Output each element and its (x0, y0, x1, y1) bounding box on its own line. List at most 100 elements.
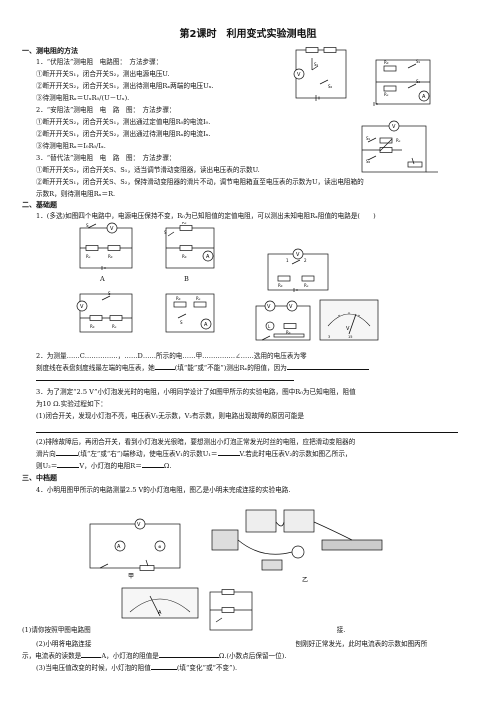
method-2-heading: 2．“安阻法”测电阻 电 路 图： 方法步骤： (36, 106, 176, 114)
svg-text:V: V (289, 304, 293, 310)
question-3-text-d: 则U₂＝ (36, 462, 58, 470)
question-4-part-2: (2)小明将电路连接刨刚好正常发光，此时电流表的示数如图丙所 (36, 640, 427, 649)
svg-text:V: V (392, 124, 396, 130)
svg-text:A: A (158, 610, 162, 616)
svg-text:V: V (80, 304, 84, 310)
svg-text:R₀: R₀ (176, 296, 181, 301)
svg-text:A: A (204, 322, 208, 328)
svg-text:V: V (297, 72, 301, 78)
section-heading-basic: 二、基础题 (22, 201, 57, 209)
question-4-text-2c: 示，电流表的读数是 (22, 652, 82, 660)
question-2-line-1: 2．为测量……C……………，……D……所示的电……甲……………∠……选用的电压表… (36, 352, 307, 360)
method-3-step-2: ②断开开关S₁，闭合开关S、S₂，保持滑动变阻器的滑片不动，调节电阻箱直至电压表… (36, 178, 364, 186)
question-4-text-3a: (3)当电压值改变的时候，小灯泡的阻值 (36, 664, 151, 672)
figure-label-jia: 甲 (128, 573, 134, 580)
answer-blank-u1[interactable] (217, 455, 240, 456)
svg-text:R₀: R₀ (182, 254, 187, 259)
method-3-step-3: 示数R，则待测电阻Rₓ＝R. (36, 190, 116, 198)
question-3-text-f: Ω. (163, 462, 172, 470)
method-2-step-1: ①断开开关S₂，闭合开关S₁，测出通过定值电阻R₀的电流I₀. (36, 118, 211, 126)
svg-text:V: V (296, 252, 300, 258)
question-3-part-2-line-2: 滑片向 (填“左”或“右”)端移动，使电压表V₁的示数U₁＝ V.若此时电压表V₂的… (36, 450, 352, 459)
option-b-label: B (184, 275, 189, 283)
ammeter-dial-figure: A (121, 587, 199, 619)
svg-text:A: A (206, 254, 210, 260)
svg-text:S₁: S₁ (314, 62, 319, 67)
svg-text:Rₓ: Rₓ (86, 254, 91, 259)
method-3-heading: 3．“替代法”测电阻 电 路 图： 方法步骤： (36, 154, 176, 162)
question-4-small-circuit (209, 589, 253, 631)
svg-text:Rₓ: Rₓ (304, 283, 309, 288)
question-3-text-b: (填“左”或“右”)端移动，使电压表V₁的示数U₁＝ (77, 450, 218, 458)
question-4-apparatus-figure-yi: 乙 (211, 509, 383, 584)
question-4-part-3: (3)当电压值改变的时候，小灯泡的阻值 (填“变化”或“不变”). (36, 664, 237, 673)
svg-text:Rₓ: Rₓ (182, 222, 187, 225)
svg-text:S₁: S₁ (366, 136, 371, 141)
answer-line-reason-continued[interactable] (36, 380, 294, 381)
svg-text:S₂: S₂ (416, 79, 421, 84)
page-title: 第2课时 利用变式实验测电阻 (179, 29, 317, 40)
answer-blank-can-or-cannot[interactable] (154, 369, 175, 370)
svg-text:R₀: R₀ (384, 60, 389, 65)
question-3-text-c: V.若此时电压表V₂的示数如图乙所示， (239, 450, 352, 458)
section-heading-methods: 一、测电阻的方法 (22, 47, 78, 55)
question-2-text-a: 刻度线在表盘刻度线最左端的电压表，她 (36, 364, 155, 372)
ammeter-method-circuit-diagram: R₀ Rₓ S₁ S₂ A (373, 59, 431, 106)
question-4-part-1: (1)请你按照甲图电路图 接. (22, 626, 345, 635)
svg-text:Rₓ: Rₓ (384, 92, 389, 97)
svg-text:S₁: S₁ (416, 59, 421, 64)
question-4-text-2d: A，小灯泡的阻值是 (101, 652, 159, 660)
svg-text:V: V (137, 522, 141, 528)
svg-text:V: V (267, 304, 271, 310)
question-1-stem: 1．(多选)如图四个电路中，电源电压保持不变，R₀为已知阻值的定值电阻，可以测出… (36, 212, 376, 220)
answer-blank-lamp-resistance[interactable] (158, 657, 219, 658)
svg-text:S₂: S₂ (366, 159, 371, 164)
answer-blank-current[interactable] (81, 657, 102, 658)
svg-text:R₀: R₀ (108, 254, 113, 259)
svg-text:15: 15 (348, 335, 352, 339)
question-3-part-2: (2)排除故障后，再闭合开关，看到小灯泡发光很暗，要想测出小灯泡正常发光时丝的电… (36, 438, 356, 446)
answer-blank-u2[interactable] (57, 467, 80, 468)
svg-text:R₀: R₀ (286, 330, 291, 335)
method-3-step-1: ①断开开关S₂，闭合开关S、S₁，适当调节滑动变阻器，读出电压表的示数U. (36, 166, 260, 174)
question-4-text-3b: (填“变化”或“不变”). (176, 664, 238, 672)
question-3-text-a: 滑片向 (36, 450, 56, 458)
svg-text:A: A (422, 94, 426, 100)
figure-label-yi: 乙 (302, 577, 308, 584)
answer-line-fault-reason[interactable] (36, 432, 458, 433)
question-4-text-1a: (1)请你按照甲图电路图 (22, 626, 91, 634)
method-2-step-2: ②断开开关S₁，闭合开关S₂，测出通过待测电阻Rₓ的电流Iₓ. (36, 130, 211, 138)
method-1-step-2: ②断开开关S₂，闭合开关S₁，测出待测电阻Rₓ两端的电压Uₓ. (36, 82, 214, 90)
answer-blank-direction[interactable] (55, 455, 78, 456)
svg-text:S₂: S₂ (328, 84, 333, 89)
question-3-part-1: (1)闭合开关，发现小灯泡不亮，电压表V₁无示数，V₂有示数，则电路出现故障的原… (36, 412, 305, 420)
question-4-line-1: 4．小明用图甲所示的电路测量2.5 V的小灯泡电阻，图乙是小明未完成连接的实验电… (36, 486, 291, 494)
svg-text:R₀: R₀ (90, 324, 95, 329)
method-1-step-3: ③待测电阻Rₓ＝UₓR₀/(U－Uₓ). (36, 94, 130, 102)
answer-blank-resistance[interactable] (141, 467, 164, 468)
svg-text:Rₓ: Rₓ (306, 46, 311, 47)
svg-text:⊗: ⊗ (158, 544, 161, 549)
svg-text:A: A (117, 544, 121, 550)
svg-text:V: V (346, 326, 350, 332)
answer-blank-change[interactable] (150, 669, 177, 670)
section-heading-intermediate: 三、中档题 (22, 474, 57, 482)
svg-text:Rₓ: Rₓ (196, 296, 201, 301)
svg-text:L: L (268, 324, 271, 329)
svg-text:Rₓ: Rₓ (112, 324, 117, 329)
question-3-part-2-line-3: 则U₂＝V，小灯泡的电阻R＝Ω. (36, 462, 171, 471)
question-2-text-b: (填“能”或“不能”)测出Rₓ的阻值，因为 (174, 364, 287, 372)
svg-text:S: S (108, 291, 111, 296)
question-4-text-1b: 接. (336, 626, 346, 634)
svg-text:V: V (110, 226, 114, 232)
question-2-line-2: 刻度线在表盘刻度线最左端的电压表，她 (填“能”或“不能”)测出Rₓ的阻值，因为 (36, 364, 369, 373)
answer-blank-reason[interactable] (286, 369, 369, 370)
question-3-line-1: 3．为了测定“2.5 V”小灯泡发光时的电阻，小明同学设计了如图甲所示的实验电路… (36, 388, 356, 396)
svg-text:1: 1 (286, 258, 289, 263)
